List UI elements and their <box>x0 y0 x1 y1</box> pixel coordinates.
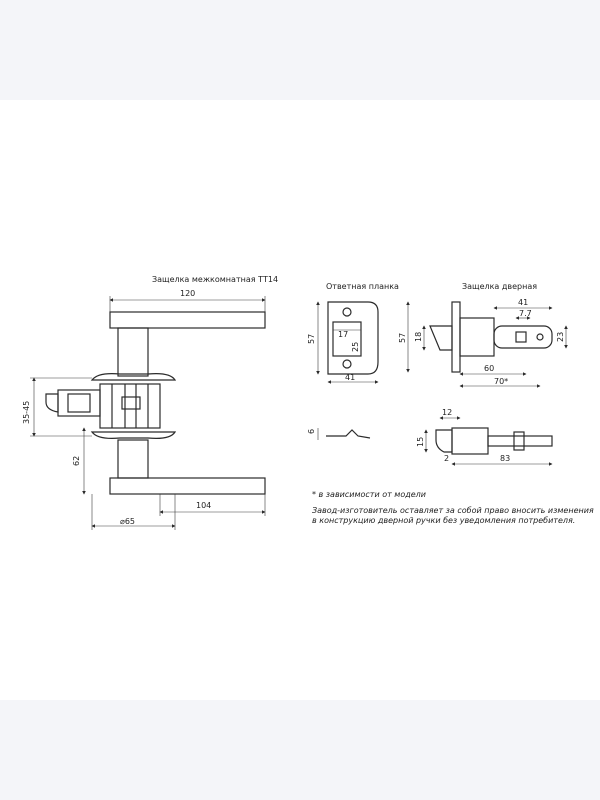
latch-bolt <box>45 393 59 413</box>
dim-25: 25 <box>351 342 360 352</box>
latch-side-bolt <box>435 429 453 453</box>
dim-7-7: 7.7 <box>519 309 532 318</box>
disclaimer-line-2: в конструкцию дверной ручки без уведомле… <box>312 516 575 525</box>
technical-drawing: Защелка межкомнатная ТТ14 120 35-4 <box>22 275 594 530</box>
dim-15: 15 <box>416 437 425 447</box>
strike-outline <box>327 301 379 375</box>
handle-assembly: Защелка межкомнатная ТТ14 120 35-4 <box>22 275 278 530</box>
dim-18: 18 <box>414 332 423 342</box>
dim-57-latch: 57 <box>398 333 407 343</box>
dim-65: ⌀65 <box>120 517 135 526</box>
latch-tail <box>493 325 553 349</box>
lower-neck <box>117 439 149 479</box>
dim-70: 70* <box>494 377 508 386</box>
strike-title: Ответная планка <box>326 282 399 291</box>
dim-57-strike: 57 <box>307 334 316 344</box>
dim-2: 2 <box>444 454 449 463</box>
dim-104: 104 <box>196 501 211 510</box>
dim-41-latch: 41 <box>518 298 528 307</box>
drawing-sheet: Защелка межкомнатная ТТ14 120 35-4 <box>0 100 600 700</box>
dim-12: 12 <box>442 408 452 417</box>
footnote: * в зависимости от модели <box>312 490 426 499</box>
lower-lever <box>109 477 266 495</box>
dim-60: 60 <box>484 364 494 373</box>
lower-rose <box>90 431 177 439</box>
dim-83: 83 <box>500 454 510 463</box>
latch-body <box>99 383 161 429</box>
dim-41-strike: 41 <box>345 373 355 382</box>
upper-lever <box>109 311 266 329</box>
dim-120: 120 <box>180 289 195 298</box>
main-title: Защелка межкомнатная ТТ14 <box>152 275 278 284</box>
strike-plate: Ответная планка 17 25 57 41 6 <box>307 282 399 440</box>
latch-spindle <box>121 396 141 410</box>
upper-rose <box>90 373 177 381</box>
disclaimer-line-1: Завод-изготовитель оставляет за собой пр… <box>312 506 594 515</box>
dim-35-45: 35-45 <box>22 401 31 424</box>
dim-23: 23 <box>556 332 565 342</box>
dim-62: 62 <box>72 456 81 466</box>
latch-faceplate <box>451 301 461 373</box>
strike-side-view <box>326 429 371 439</box>
dim-17: 17 <box>338 330 348 339</box>
latch-title: Защелка дверная <box>462 282 537 291</box>
upper-neck <box>117 327 149 377</box>
door-latch: Защелка дверная 57 18 41 7.7 23 60 70* 1… <box>398 282 568 466</box>
dim-6: 6 <box>307 429 316 434</box>
latch-bolt-top <box>429 325 453 351</box>
latch-side-tail <box>487 435 553 447</box>
